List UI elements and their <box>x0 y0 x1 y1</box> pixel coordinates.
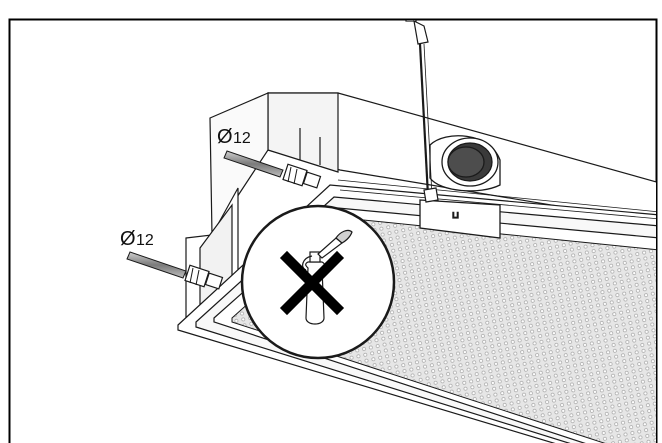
pipe-diameter-top: 12 <box>233 130 251 147</box>
pipe-diameter-bottom: 12 <box>136 232 154 249</box>
duct-collar: ⊔ <box>419 135 501 239</box>
hanging-rod <box>405 20 439 203</box>
pipe-connection-top <box>223 150 322 189</box>
diameter-label-top: Ø 12 <box>217 126 251 148</box>
diameter-label-bottom: Ø 12 <box>120 228 154 250</box>
svg-text:⊔: ⊔ <box>452 210 459 220</box>
diameter-symbol: Ø <box>120 228 136 250</box>
prohibition-cross-icon <box>279 250 345 316</box>
diameter-symbol: Ø <box>217 126 233 148</box>
no-torch-warning <box>240 204 396 360</box>
pipe-connection-bottom <box>126 251 224 290</box>
